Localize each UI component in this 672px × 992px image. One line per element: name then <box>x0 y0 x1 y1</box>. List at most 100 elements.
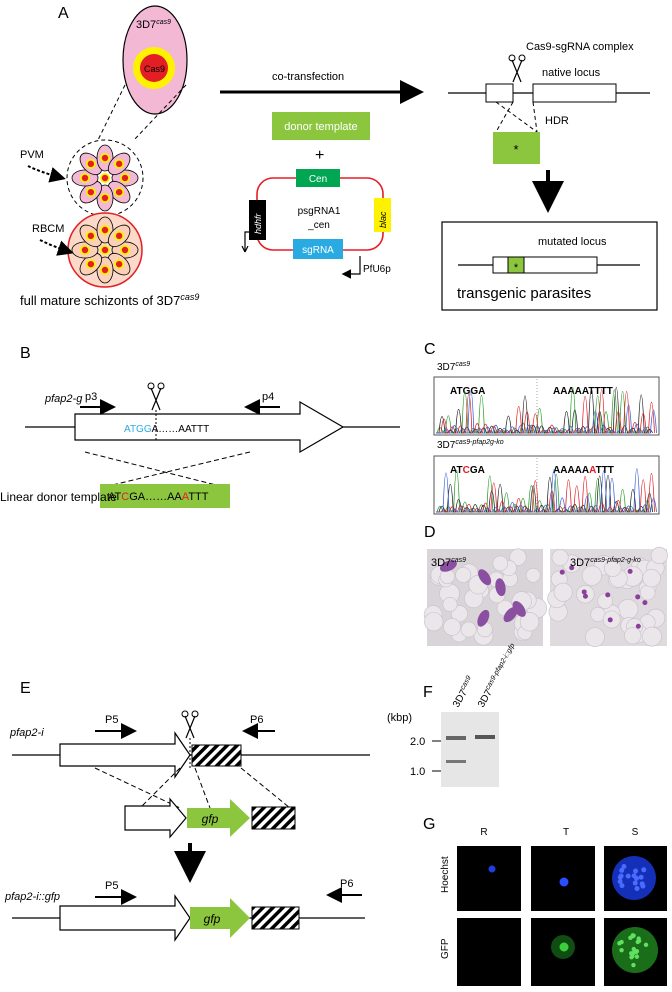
donor-gfp-label: gfp <box>202 812 219 826</box>
panel-f-label: F <box>423 684 433 701</box>
panel-a-label: A <box>58 5 69 22</box>
panel-g-label: G <box>423 816 435 833</box>
scissors-icon <box>147 382 165 411</box>
cas9-label: Cas9 <box>144 64 165 74</box>
svg-text:gfp: gfp <box>204 912 221 926</box>
svg-text:P5: P5 <box>105 880 118 892</box>
plasmid-name: psgRNA1 <box>298 206 341 217</box>
zoom-line-left <box>97 84 126 141</box>
complex-label: Cas9-sgRNA complex <box>526 41 634 53</box>
col-s-label: S <box>632 827 639 838</box>
pfap2i-label: pfap2-i <box>9 727 44 739</box>
chromatogram-top-traces <box>436 386 657 434</box>
plasmid-name-suffix: _cen <box>307 220 330 231</box>
donor-gfp-arrow <box>187 799 250 837</box>
utr-hatched-1 <box>191 744 242 767</box>
primer-p6-label: P6 <box>250 714 263 726</box>
plus-sign: + <box>315 147 324 164</box>
donor-gene-end <box>124 797 187 839</box>
svg-text:P6: P6 <box>340 878 353 890</box>
pfap2i-gene-arrow <box>59 731 191 779</box>
blac-label: blac <box>378 211 388 228</box>
scissors-icon <box>181 710 199 739</box>
chromatogram-bottom-traces <box>436 468 657 513</box>
native-sequence: ATGGA……AATTT <box>124 424 209 435</box>
cen-label: Cen <box>309 174 327 185</box>
chrom-top-seq2: AAAAATTTT <box>553 386 613 397</box>
chromatogram-bottom <box>433 455 660 515</box>
panel-e-label: E <box>20 680 31 697</box>
pfap2g-gene-arrow <box>74 400 345 454</box>
gel-unit-label: (kbp) <box>387 712 412 724</box>
blac-box <box>374 198 391 232</box>
hdr-label: HDR <box>545 115 569 127</box>
transgenic-box <box>441 221 658 311</box>
pfu6p-promoter-arrow <box>341 256 361 279</box>
pvm-label: PVM <box>20 149 44 161</box>
fused-gene-arrow <box>59 894 191 942</box>
chrom-bottom-seq1: ATCGA <box>450 465 485 476</box>
scissors-icon <box>508 54 526 83</box>
cen-box <box>296 169 340 187</box>
pfap2g-label: pfap2-g <box>44 393 83 405</box>
chrom-top-seq1: ATGGA <box>450 386 485 397</box>
rbcm-label: RBCM <box>32 223 64 235</box>
utr-hatched-3 <box>251 906 300 930</box>
micrograph-gfp-r <box>457 918 521 986</box>
native-exon1 <box>485 83 514 103</box>
schizont-caption: full mature schizonts of 3D7cas9 <box>20 292 199 308</box>
primer-p3-label: p3 <box>85 391 97 403</box>
smear-wildtype-label: 3D7cas9 <box>431 557 466 569</box>
fused-gfp-arrow <box>190 898 250 938</box>
utr-hatched-2 <box>251 806 296 830</box>
svg-text:*: * <box>514 262 519 274</box>
micrograph-hoechst-r <box>457 846 521 911</box>
cotransfection-label: co-transfection <box>272 71 344 83</box>
rbcm-arrow <box>39 239 74 256</box>
panel-c-label: C <box>424 341 436 358</box>
col-r-label: R <box>480 827 487 838</box>
sgrna-label: sgRNA <box>302 245 334 256</box>
row-hoechst-label: Hoechst <box>440 856 451 893</box>
panel-b-label: B <box>20 345 31 362</box>
donor-sequence: ATCGA……AAATTT <box>108 491 209 503</box>
cas9-nucleus <box>140 54 168 82</box>
pfu6p-label: PfU6p <box>363 264 391 275</box>
chrom-bottom-label: 3D7cas9-pfap2g-ko <box>437 439 504 451</box>
gel-tick-1kb: 1.0 <box>410 766 425 778</box>
hdr-star: * <box>513 142 518 157</box>
gel-lane1-label: 3D7cas9 <box>450 675 477 710</box>
rbcm-schizont <box>67 212 143 288</box>
hdhfr-label: hdhfr <box>253 212 263 234</box>
primer-p5-label: P5 <box>105 714 118 726</box>
zoom-line-right <box>133 84 187 141</box>
col-t-label: T <box>563 827 569 838</box>
hdhfr-promoter <box>244 231 250 252</box>
gel-band-lane1 <box>446 760 466 763</box>
donor-template-label: donor template <box>284 121 357 133</box>
primer-p4-label: p4 <box>262 391 274 403</box>
pvm-arrow <box>27 165 66 183</box>
chrom-top-label: 3D7cas9 <box>437 361 470 373</box>
linear-donor-label: Linear donor template <box>0 490 117 504</box>
transgenic-label: transgenic parasites <box>457 285 591 302</box>
pvm-schizont <box>66 139 144 217</box>
native-locus-label: native locus <box>542 67 601 79</box>
sgrna-box <box>293 239 343 259</box>
linear-donor-box <box>100 484 230 508</box>
mutated-locus-label: mutated locus <box>538 236 607 248</box>
hdhfr-box <box>249 200 266 240</box>
gel-band-lane2 <box>446 736 466 740</box>
gel-image <box>441 712 499 787</box>
cell-label-3d7: 3D7cas9 <box>136 19 171 31</box>
panel-d-label: D <box>424 524 436 541</box>
row-gfp-label: GFP <box>440 938 451 959</box>
gel-tick-2kb: 2.0 <box>410 736 425 748</box>
pfap2i-gfp-label: pfap2-i::gfp <box>4 891 60 903</box>
hdr-donor-box <box>493 132 540 164</box>
gel-lane2-label: 3D7cas9-pfap2-i::gfp <box>475 642 521 709</box>
smear-knockout-label: 3D7cas9-pfap2-g-ko <box>570 557 641 569</box>
donor-template-box <box>272 112 370 140</box>
chrom-bottom-seq2: AAAAAATTT <box>553 465 614 476</box>
